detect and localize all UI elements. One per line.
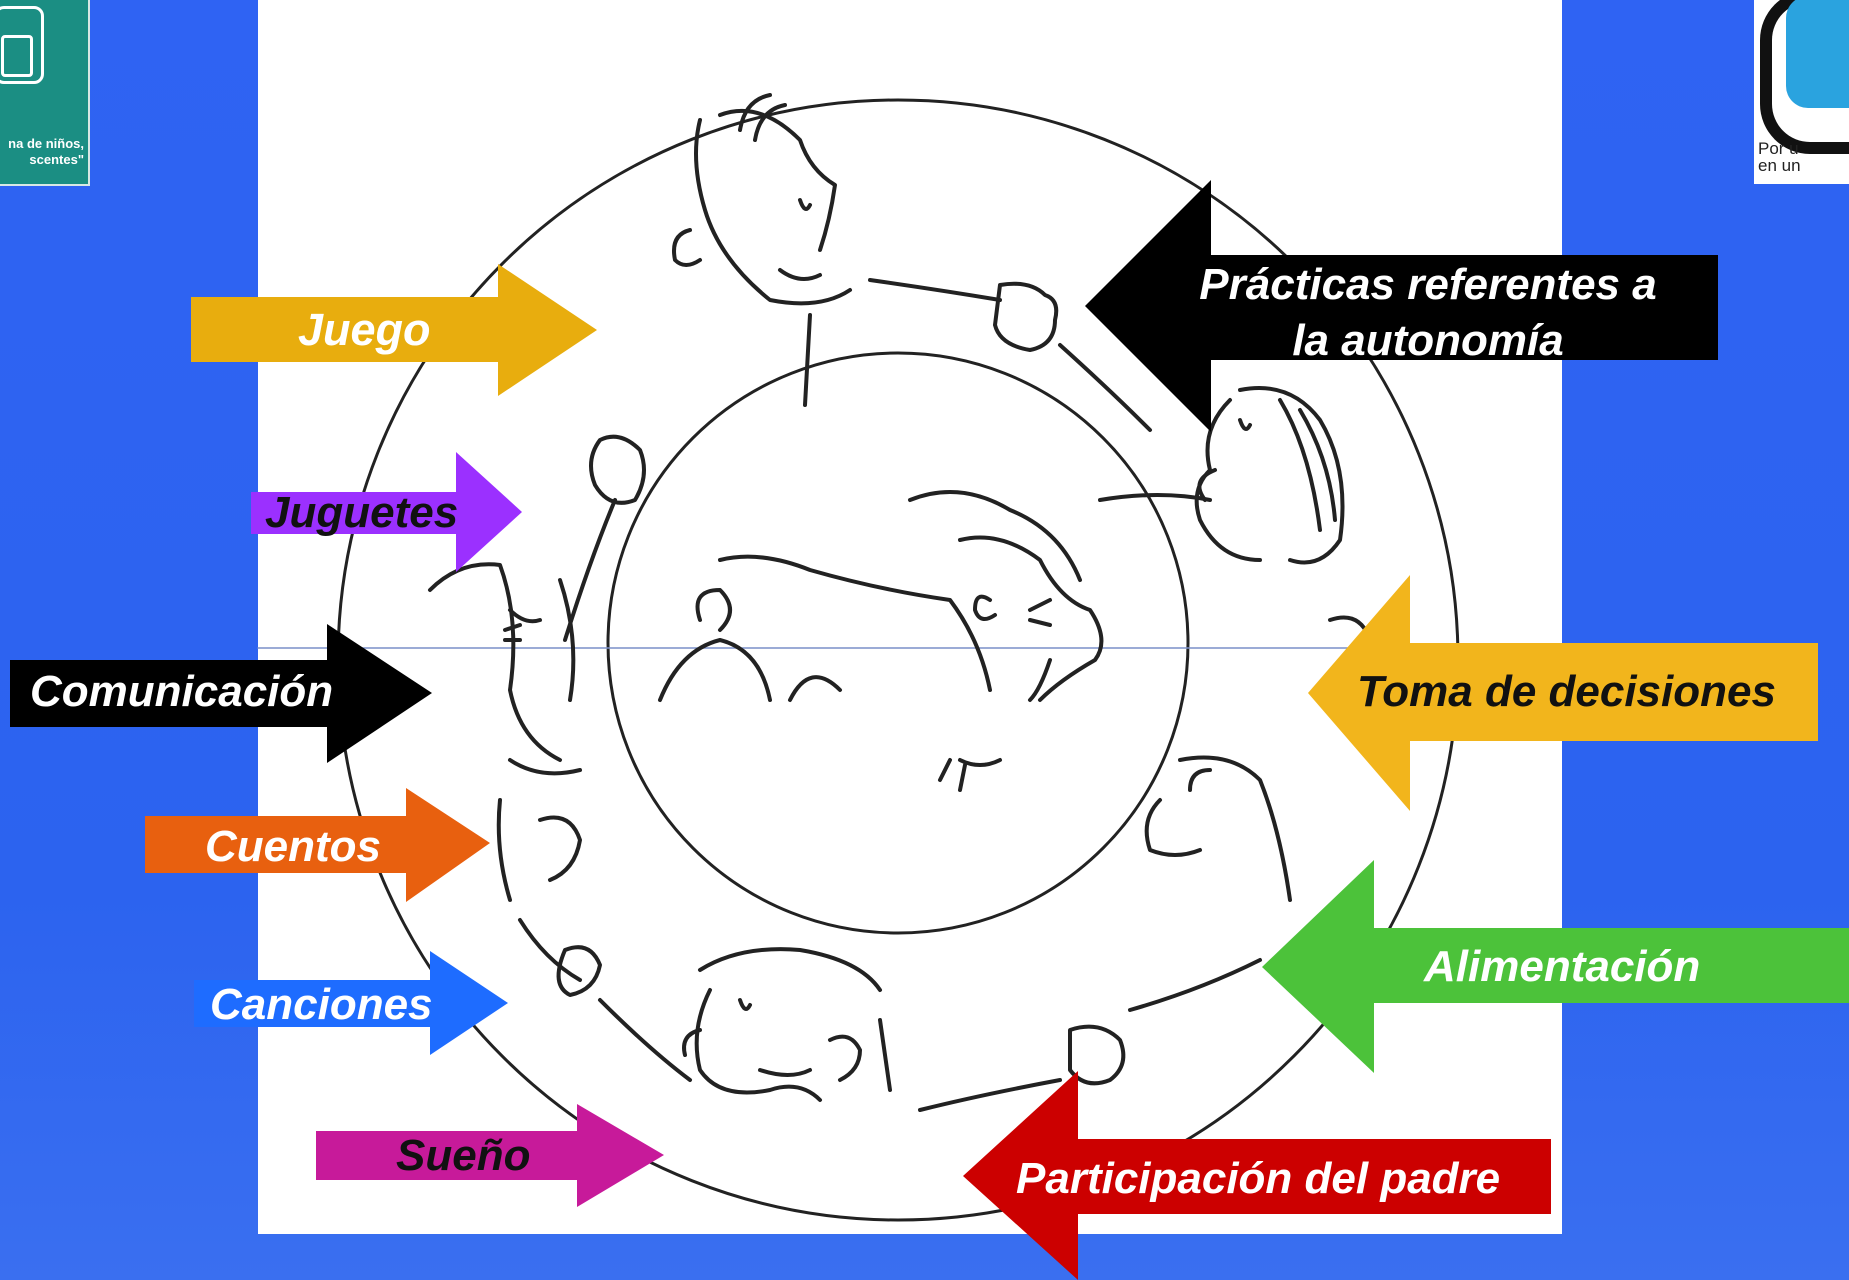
label-autonomia: Prácticas referentes a la autonomía [1168,257,1688,369]
label-juguetes: Juguetes [265,488,458,538]
label-comunicacion: Comunicación [30,667,333,717]
label-sueno: Sueño [396,1131,530,1181]
label-decisiones: Toma de decisiones [1357,667,1776,717]
figure-bottom [559,758,1290,1111]
label-canciones: Canciones [210,980,433,1030]
hand-icon [591,437,644,503]
label-padre: Participación del padre [1016,1154,1500,1204]
figure-right [1100,388,1370,680]
figure-top [674,95,1150,430]
figure-center [660,492,1101,790]
label-cuentos: Cuentos [205,822,381,872]
label-autonomia-line-1: Prácticas referentes a [1168,257,1688,313]
figure-left [430,564,580,980]
label-alimentacion: Alimentación [1424,942,1700,992]
label-juego: Juego [298,304,431,356]
label-autonomia-line-2: la autonomía [1168,313,1688,369]
